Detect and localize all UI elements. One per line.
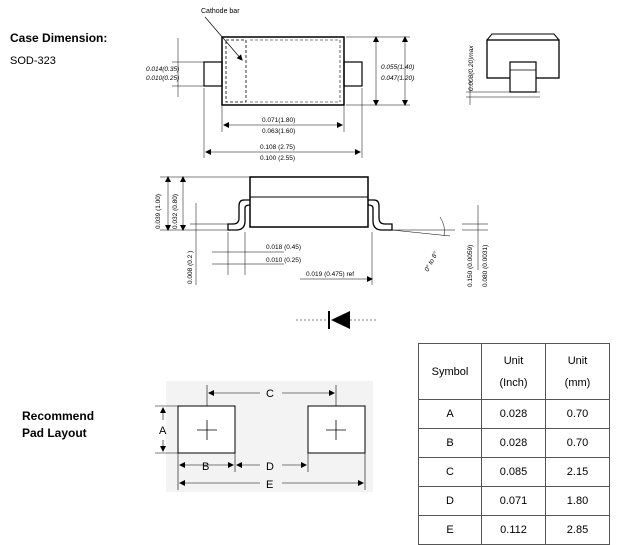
cathode-bar-label: Cathode bar	[201, 8, 240, 15]
pad-label-a: A	[159, 425, 167, 437]
pad-dimension-table: Symbol Unit(Inch) Unit(mm) A 0.028 0.70 …	[418, 343, 610, 545]
pad-right	[307, 405, 366, 454]
dim-standoff-max: 0.150 (0.0059)	[467, 245, 474, 287]
dim-body-length-max: 0.071(1.80)	[262, 117, 295, 124]
cell-inch: 0.028	[481, 428, 546, 458]
dim-side-height-max: 0.039 (1.00)	[155, 194, 162, 229]
dim-lead-width-min: 0.010(0.25)	[146, 75, 179, 82]
table-row: B 0.028 0.70	[418, 428, 610, 458]
dim-angle: 0° to 8°	[423, 250, 440, 273]
cell-mm: 0.70	[545, 428, 610, 458]
cell-symbol: C	[418, 457, 482, 487]
cell-mm: 2.15	[545, 457, 610, 487]
cell-mm: 1.80	[545, 486, 610, 516]
dim-side-height-min: 0.032 (0.80)	[172, 194, 179, 229]
pad-label-d: D	[266, 461, 274, 473]
dim-standoff-min: 0.080 (0.0031)	[482, 245, 489, 287]
cell-symbol: B	[418, 428, 482, 458]
pad-label-c: C	[266, 388, 274, 400]
dim-body-length-min: 0.063(1.60)	[262, 128, 295, 135]
dim-foot-max: 0.018 (0.45)	[266, 244, 301, 251]
dim-lead-thickness: 0.008 (0.2 )	[187, 251, 194, 284]
table-row: D 0.071 1.80	[418, 486, 610, 516]
package-name: SOD-323	[10, 55, 56, 67]
dim-total-length-min: 0.100 (2.55)	[260, 155, 295, 162]
diode-symbol-icon	[296, 311, 378, 329]
dim-body-height-max: 0.055(1.40)	[381, 64, 414, 71]
cell-inch: 0.071	[481, 486, 546, 516]
dim-body-height-min: 0.047(1.20)	[381, 75, 414, 82]
pad-layout-drawing	[155, 381, 373, 492]
pad-title-line2: Pad Layout	[22, 426, 87, 440]
cell-symbol: E	[418, 515, 482, 545]
cell-inch: 0.112	[481, 515, 546, 545]
header-symbol: Symbol	[418, 343, 482, 400]
cathode-band	[225, 39, 247, 103]
left-lead	[203, 61, 223, 87]
cell-inch: 0.085	[481, 457, 546, 487]
cell-symbol: A	[418, 399, 482, 429]
dim-ref: 0.019 (0.475) ref	[306, 271, 354, 278]
table-row: C 0.085 2.15	[418, 457, 610, 487]
pad-label-e: E	[266, 479, 273, 491]
cell-symbol: D	[418, 486, 482, 516]
top-view	[172, 16, 410, 158]
side-view	[160, 176, 488, 285]
pad-left	[177, 405, 236, 454]
table-row: A 0.028 0.70	[418, 399, 610, 429]
header-unit-inch: Unit(Inch)	[481, 343, 546, 400]
table-header-row: Symbol Unit(Inch) Unit(mm)	[418, 343, 610, 400]
cell-mm: 0.70	[545, 399, 610, 429]
pad-layout-title: Recommend Pad Layout	[22, 408, 94, 442]
cell-mm: 2.85	[545, 515, 610, 545]
dim-total-length-max: 0.108 (2.75)	[260, 144, 295, 151]
dim-foot-min: 0.010 (0.25)	[266, 257, 301, 264]
cell-inch: 0.028	[481, 399, 546, 429]
pad-title-line1: Recommend	[22, 409, 95, 423]
end-view	[466, 33, 560, 105]
case-dimension-title: Case Dimension:	[10, 31, 108, 45]
package-body	[221, 36, 345, 106]
right-lead	[343, 61, 363, 87]
dim-side-height: 0.008(0.20)max	[468, 45, 475, 91]
header-unit-mm: Unit(mm)	[545, 343, 610, 400]
pad-label-b: B	[202, 461, 209, 473]
dim-lead-width-max: 0.014(0.35)	[146, 66, 179, 73]
table-row: E 0.112 2.85	[418, 515, 610, 545]
